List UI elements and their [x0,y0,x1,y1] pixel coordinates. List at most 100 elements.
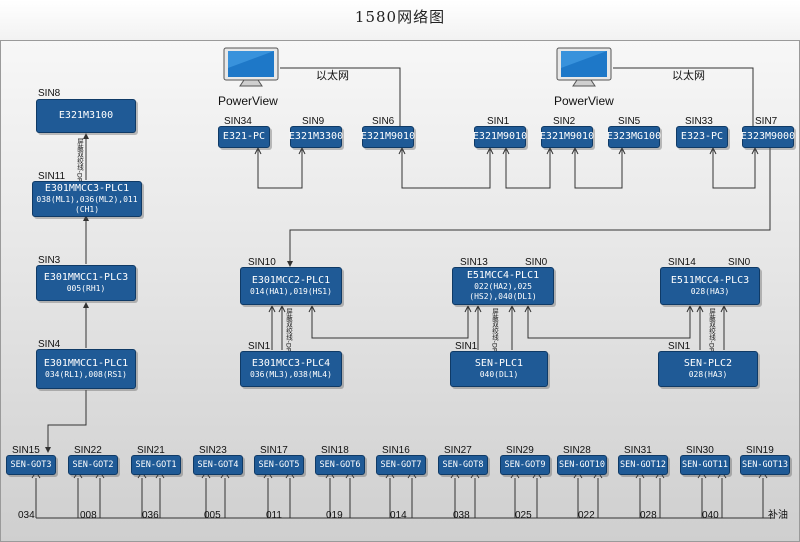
node-e301mmcc3-plc1[interactable]: E301MMCC3-PLC1 038(ML1),036(ML2),011 (CH… [32,181,142,217]
wire-e321pc-m3300 [257,148,303,189]
got-node[interactable]: SEN-GOT3 [6,455,56,475]
got-sin-label: SIN23 [199,445,227,456]
wire-51mcc4-511mcc4 [527,306,691,339]
node-e321m9010[interactable]: E321M9010 [361,126,415,148]
got-node[interactable]: SEN-GOT2 [68,455,118,475]
link-label: 屏蔽双绞线-DP [284,308,293,352]
node-e321m9010[interactable]: E321M9010 [473,126,527,148]
got-name: SEN-GOT3 [10,459,52,470]
got-node[interactable]: SEN-GOT13 [740,455,790,475]
node-sub: 038(ML1),036(ML2),011 [36,195,138,205]
got-sin-label: SIN31 [624,445,652,456]
wire-ethernet-left [280,67,401,126]
got-node[interactable]: SEN-GOT6 [315,455,365,475]
bottom-label: 040 [702,510,719,521]
node-sin-label: SIN1 [455,341,478,352]
node-e321m3300[interactable]: E321M3300 [289,126,343,148]
node-sub2: (HS2),040(DL1) [469,292,537,301]
bottom-label: 022 [578,510,595,521]
node-e323mg100[interactable]: E323MG100 [606,126,662,148]
node-e321m3100[interactable]: E321M3100 [36,99,136,133]
node-name: SEN-PLC2 [683,358,733,370]
bottom-label: 014 [390,510,407,521]
node-sin-label: SIN8 [38,88,61,99]
title-bar: 1580网络图 [0,0,800,40]
node-sub: 028(HA3) [688,370,728,380]
node-sin-label: SIN1 [248,341,271,352]
node-sen-plc1[interactable]: SEN-PLC1 040(DL1) [450,351,548,387]
got-name: SEN-GOT5 [258,459,300,470]
bottom-label: 补油 [768,510,788,521]
node-name: E321M3100 [58,110,114,121]
node-e511mcc4-plc3[interactable]: E511MCC4-PLC3 028(HA3) [660,267,760,305]
node-e323-pc[interactable]: E323-PC [676,126,728,148]
bottom-label: 036 [142,510,159,521]
node-e301mmcc1-plc1[interactable]: E301MMCC1-PLC1 034(RL1),008(RS1) [36,349,136,389]
got-node[interactable]: SEN-GOT12 [618,455,668,475]
node-name: E323MG100 [606,131,662,142]
node-sin-label: SIN14 [668,257,696,268]
node-e51mcc4-plc1[interactable]: E51MCC4-PLC1 022(HA2),025 (HS2),040(DL1) [452,267,554,305]
got-sin-label: SIN29 [506,445,534,456]
wire-m9010c-mg100 [574,148,623,189]
node-sub: 014(HA1),019(HS1) [250,287,332,297]
got-node[interactable]: SEN-GOT8 [438,455,488,475]
got-sin-label: SIN21 [137,445,165,456]
wire-e323pc-m9000 [712,148,756,189]
node-e321-pc[interactable]: E321-PC [218,126,270,148]
node-sub: 036(ML3),038(ML4) [250,370,332,380]
node-name: E301MCC2-PLC1 [251,275,331,287]
got-sin-label: SIN30 [686,445,714,456]
got-node[interactable]: SEN-GOT7 [376,455,426,475]
node-name: E301MMCC3-PLC1 [44,183,130,195]
node-sub: 022(HA2),025 [474,282,532,292]
node-sub2: (CH1) [74,205,100,214]
node-sub: 040(DL1) [479,370,519,380]
bottom-label: 038 [453,510,470,521]
powerview-label-right: PowerView [554,94,614,108]
node-sin-label: SIN3 [38,255,61,266]
got-sin-label: SIN17 [260,445,288,456]
link-label: 屏蔽双绞线-DP [75,138,84,182]
ethernet-label-right: 以太网 [672,69,705,82]
got-node[interactable]: SEN-GOT4 [193,455,243,475]
node-sin-label: SIN5 [618,116,641,127]
wire-senplc2-511mcc4 [699,306,725,350]
got-name: SEN-GOT2 [72,459,114,470]
wire-ethernet-right [613,67,754,126]
node-e301mcc2-plc1[interactable]: E301MCC2-PLC1 014(HA1),019(HS1) [240,267,342,305]
node-sin-label: SIN10 [248,257,276,268]
wire-mmcc1-1-to-got3 [45,390,87,453]
node-sub: 028(HA3) [690,287,730,297]
got-node[interactable]: SEN-GOT10 [557,455,607,475]
node-e301mmcc1-plc3[interactable]: E301MMCC1-PLC3 005(RH1) [36,265,136,301]
node-sen-plc2[interactable]: SEN-PLC2 028(HA3) [658,351,758,387]
node-name: E301MCC3-PLC4 [251,358,331,370]
node-name: E323-PC [680,131,724,142]
node-sin-label: SIN9 [302,116,325,127]
node-sin-extra-label: SIN0 [525,257,548,268]
node-sub: 034(RL1),008(RS1) [45,370,127,380]
node-sin-label: SIN33 [685,116,713,127]
got-node[interactable]: SEN-GOT9 [500,455,550,475]
node-name: E51MCC4-PLC1 [466,270,540,282]
node-sin-label: SIN1 [668,341,691,352]
node-name: E301MMCC1-PLC3 [43,272,129,284]
node-sin-label: SIN34 [224,116,252,127]
node-e321m9010[interactable]: E321M9010 [540,126,594,148]
node-e301mcc3-plc4[interactable]: E301MCC3-PLC4 036(ML3),038(ML4) [240,351,342,387]
monitor-icon [223,47,279,87]
page-title: 1580网络图 [354,8,446,26]
got-name: SEN-GOT4 [197,459,239,470]
got-sin-label: SIN16 [382,445,410,456]
node-e323m9000[interactable]: E323M9000 [741,126,795,148]
link-label: 屏蔽双绞线-DP [707,308,716,352]
wire-m9010a-m9010b [401,148,491,189]
ethernet-label-left: 以太网 [316,69,349,82]
wire-m9010b-m9010c [505,148,551,189]
got-node[interactable]: SEN-GOT11 [680,455,730,475]
got-node[interactable]: SEN-GOT5 [254,455,304,475]
got-node[interactable]: SEN-GOT1 [131,455,181,475]
bottom-label: 028 [640,510,657,521]
